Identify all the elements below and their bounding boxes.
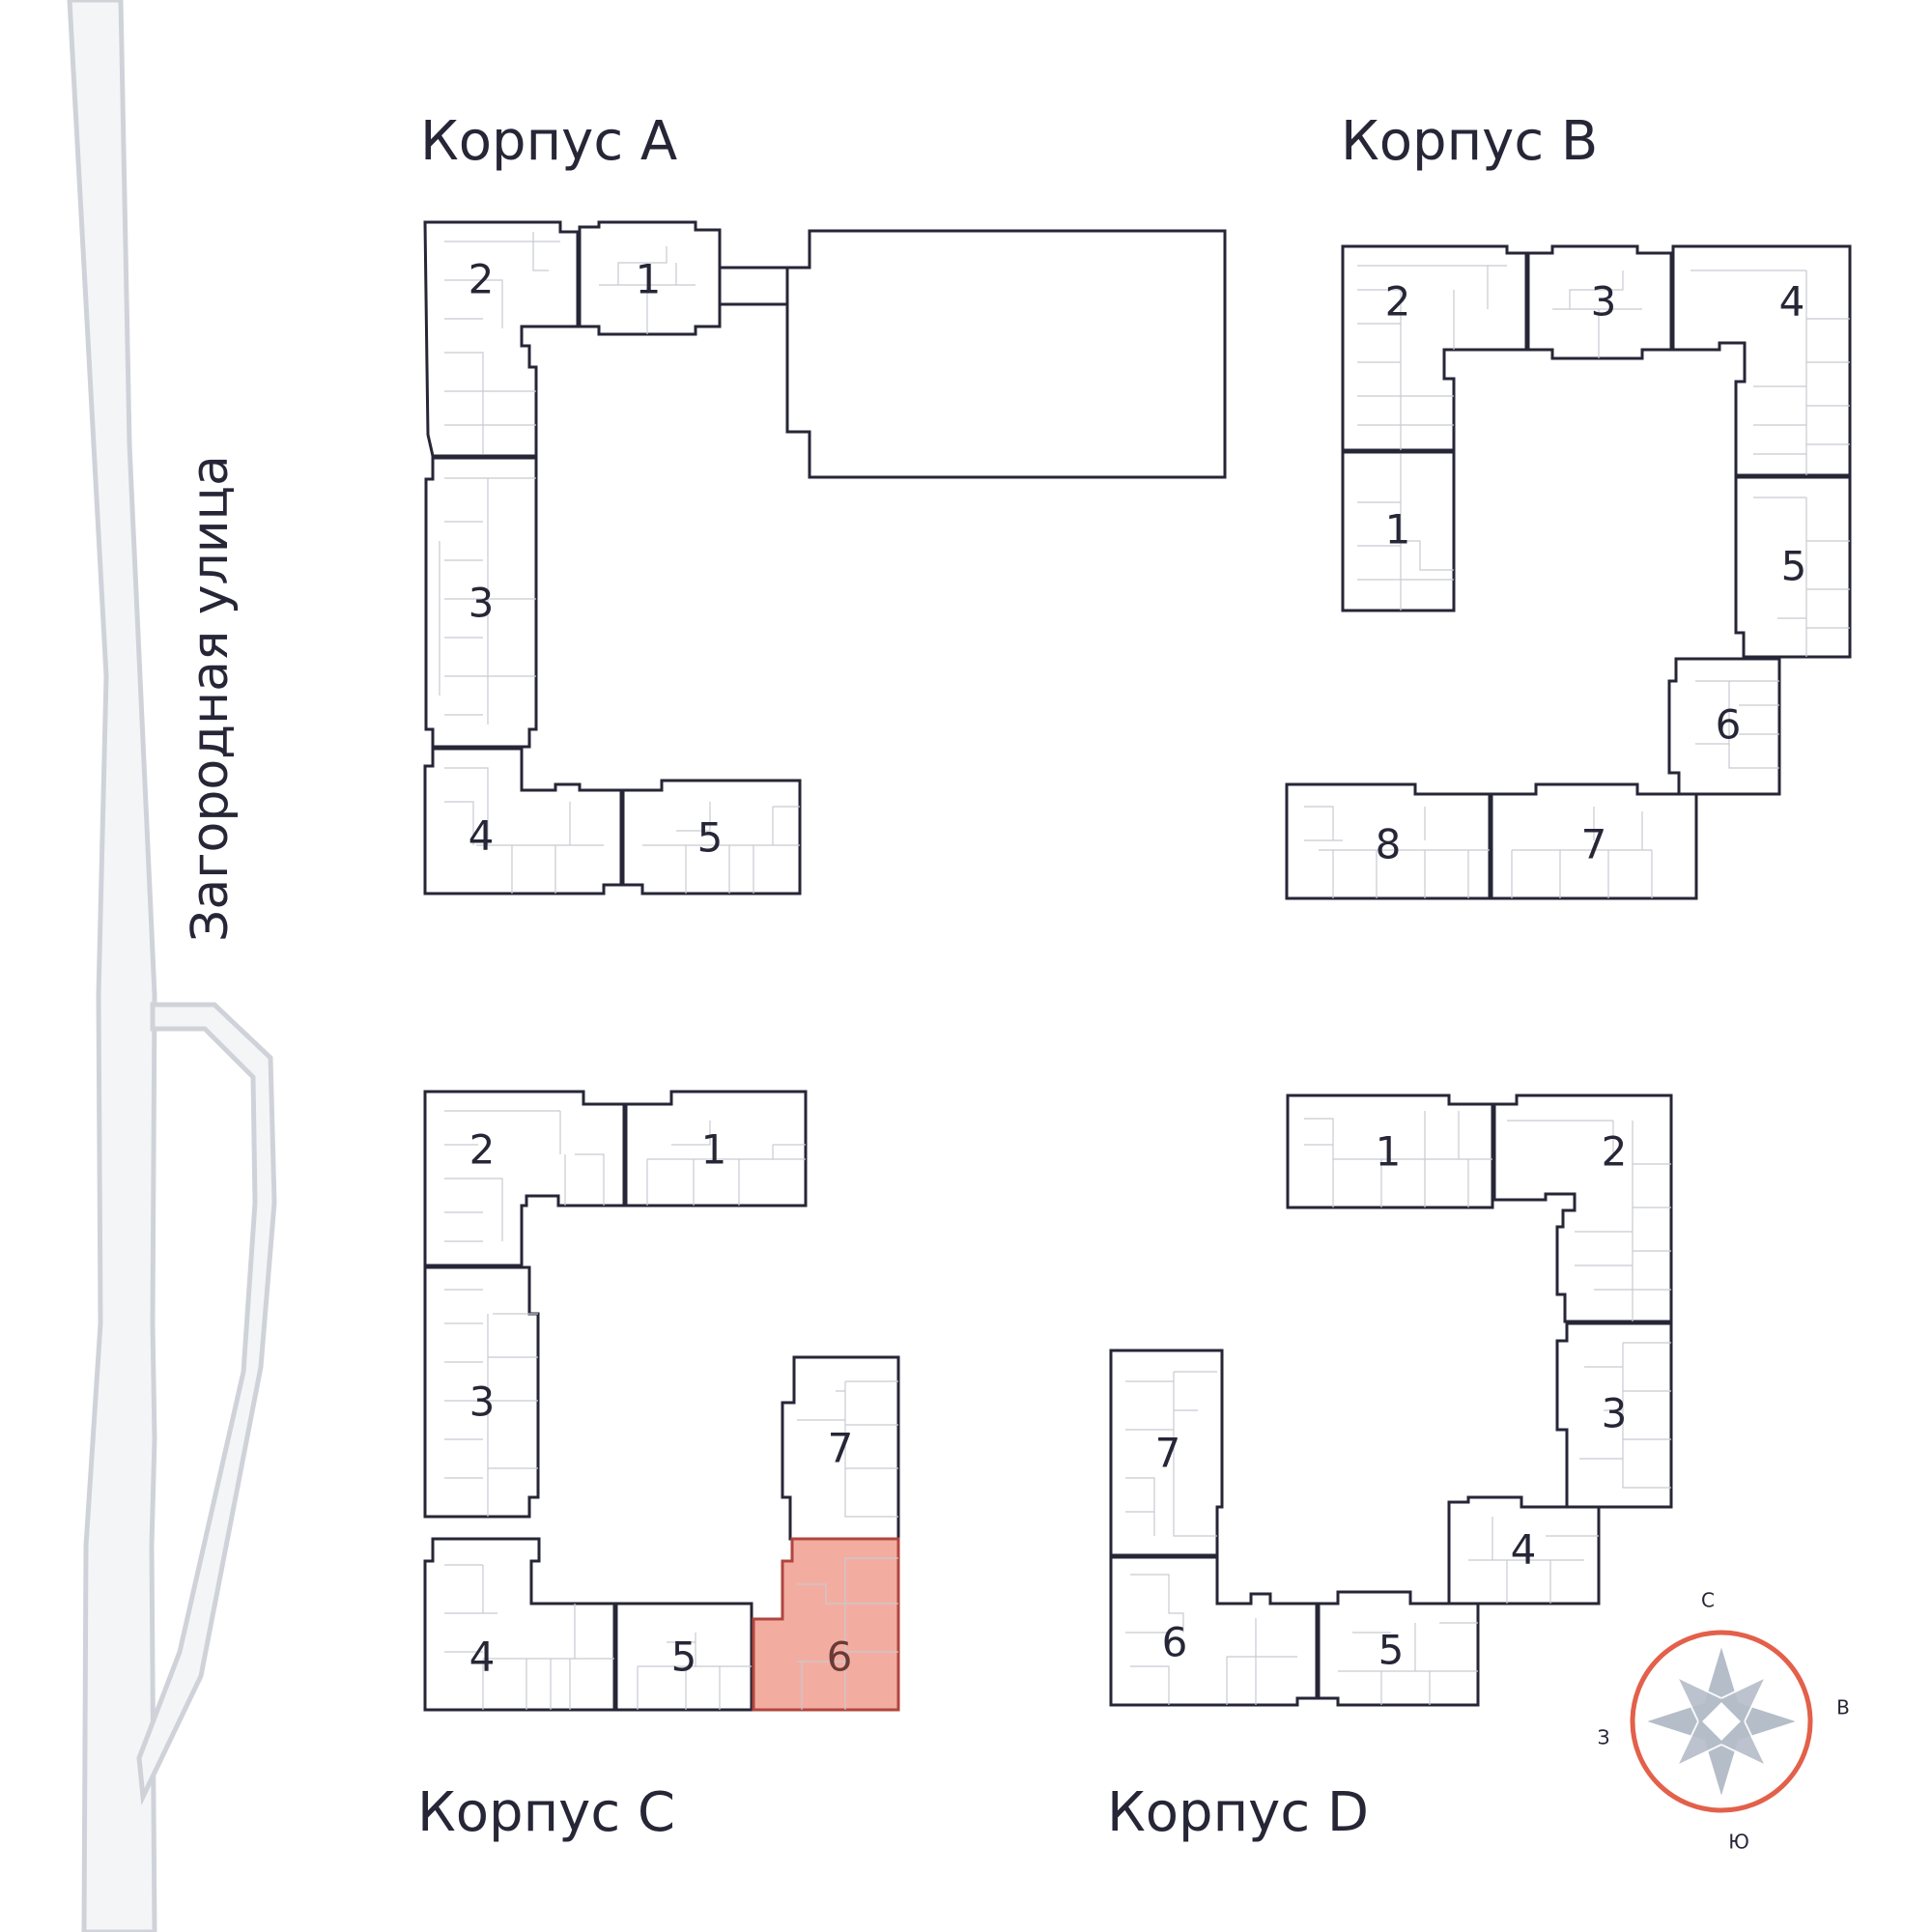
section-label: 3 [1602, 1390, 1628, 1437]
building-c-section-3[interactable]: 3 [423, 1265, 540, 1519]
building-b-section-7[interactable]: 7 [1490, 782, 1698, 900]
street-branch [136, 1002, 277, 1806]
building-b-section-5[interactable]: 5 [1734, 475, 1852, 659]
building-b-title: Корпус B [1341, 110, 1598, 173]
building-a-section-5[interactable]: 5 [621, 779, 802, 895]
section-label: 1 [636, 256, 662, 303]
building-c-section-1[interactable]: 1 [624, 1090, 808, 1208]
section-label: 3 [1591, 278, 1617, 326]
section-label: 3 [469, 580, 495, 627]
section-label: 5 [697, 814, 724, 862]
building-a-section-2[interactable]: 2 [423, 220, 580, 458]
building-d: 1 2 3 4 5 7 6 [1109, 1094, 1673, 1707]
building-c-title: Корпус C [417, 1781, 675, 1844]
section-label: 5 [671, 1634, 697, 1681]
building-d-section-5[interactable]: 5 [1317, 1590, 1480, 1707]
building-d-title: Корпус D [1107, 1781, 1369, 1844]
building-d-section-3[interactable]: 3 [1555, 1321, 1673, 1509]
section-label: 7 [828, 1425, 854, 1472]
building-b-section-2[interactable]: 2 [1341, 244, 1528, 452]
building-d-section-7[interactable]: 7 [1109, 1349, 1224, 1557]
section-label: 4 [1511, 1526, 1537, 1574]
street-label: Загородная улица [182, 455, 240, 942]
compass-ring [1630, 1630, 1813, 1813]
section-label: 7 [1581, 821, 1607, 868]
compass-south-label: Ю [1728, 1831, 1749, 1854]
section-label: 3 [469, 1378, 496, 1426]
building-c-section-2[interactable]: 2 [423, 1090, 626, 1267]
building-a-annex [718, 229, 1227, 479]
building-a-title: Корпус A [420, 110, 677, 173]
section-label: 1 [1385, 506, 1411, 554]
building-c-section-7[interactable]: 7 [781, 1355, 900, 1541]
building-b-section-1[interactable]: 1 [1341, 450, 1456, 612]
section-label: 5 [1378, 1627, 1405, 1674]
building-d-section-4[interactable]: 4 [1447, 1495, 1601, 1605]
building-d-section-2[interactable]: 2 [1492, 1094, 1673, 1323]
building-d-section-1[interactable]: 1 [1286, 1094, 1494, 1209]
building-a-section-4[interactable]: 4 [423, 747, 623, 895]
section-label: 6 [1716, 701, 1742, 749]
street-road [67, 0, 157, 1932]
building-d-section-6[interactable]: 6 [1109, 1555, 1319, 1707]
section-label: 2 [1385, 278, 1411, 326]
section-label: 7 [1155, 1430, 1181, 1477]
section-label: 2 [469, 1126, 496, 1174]
compass-star-icon [1643, 1643, 1800, 1800]
section-label: 2 [469, 256, 495, 303]
building-c-section-6[interactable]: 6 [752, 1537, 900, 1712]
building-b-section-3[interactable]: 3 [1526, 244, 1673, 360]
section-label: 8 [1376, 821, 1402, 868]
building-c: 2 1 3 4 5 7 6 [423, 1090, 900, 1712]
compass-west-label: З [1598, 1726, 1610, 1749]
building-c-section-5[interactable]: 5 [614, 1602, 753, 1712]
building-a: 2 1 3 4 5 [423, 220, 1227, 895]
building-b-section-6[interactable]: 6 [1667, 657, 1781, 796]
building-b-section-4[interactable]: 4 [1671, 244, 1852, 477]
section-label: 4 [469, 1634, 496, 1681]
building-c-section-4[interactable]: 4 [423, 1537, 616, 1712]
building-b: 2 3 4 1 5 6 8 [1285, 244, 1852, 900]
section-label: 5 [1781, 543, 1807, 590]
section-label: 6 [827, 1634, 853, 1681]
section-label: 4 [469, 812, 495, 860]
building-a-section-3[interactable]: 3 [424, 456, 538, 749]
compass-north-label: С [1701, 1589, 1715, 1612]
compass-east-label: В [1836, 1696, 1850, 1719]
building-a-section-1[interactable]: 1 [578, 220, 722, 336]
compass-rose: С В Ю З [1598, 1589, 1850, 1854]
section-label: 4 [1779, 278, 1805, 326]
section-label: 1 [1376, 1128, 1402, 1176]
section-label: 6 [1162, 1619, 1188, 1666]
building-a-connector [718, 266, 789, 306]
section-label: 1 [701, 1126, 727, 1174]
street: Загородная улица [67, 0, 277, 1932]
section-label: 2 [1602, 1128, 1628, 1176]
building-b-section-8[interactable]: 8 [1285, 782, 1492, 900]
